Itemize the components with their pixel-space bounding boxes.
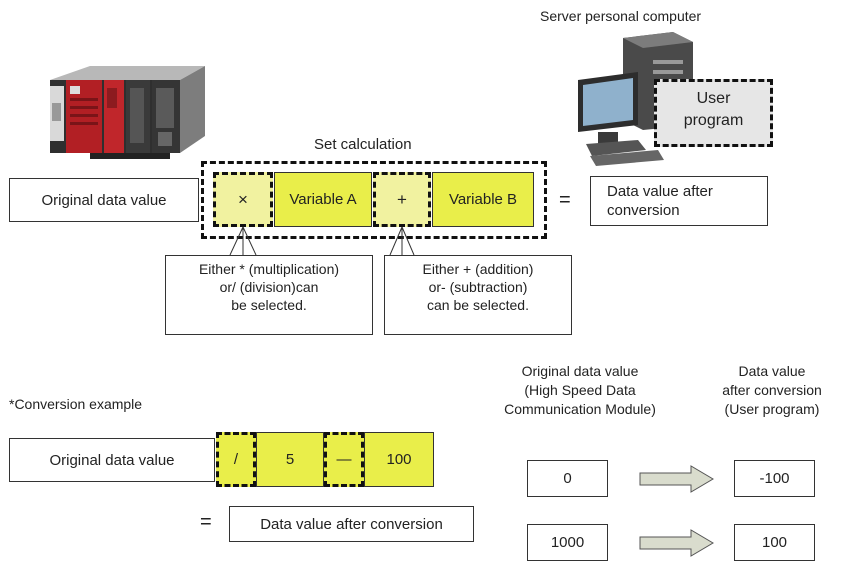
add-operator: + <box>397 189 407 209</box>
col-converted-header: Data value after conversion (User progra… <box>702 362 842 419</box>
callout-left-line-2: or/ (division)can <box>219 279 319 295</box>
example-subtract-dash <box>324 432 364 487</box>
row-1-arrow-icon <box>639 464 715 499</box>
equals-sign: = <box>559 189 571 211</box>
callout-right-line-1: Either + (addition) <box>422 261 534 277</box>
example-equals-sign: = <box>200 511 212 533</box>
callout-add-subtract: Either + (addition) or- (subtraction) ca… <box>384 255 572 335</box>
col-original-line-3: Communication Module) <box>504 401 656 417</box>
result-line-2: conversion <box>607 202 680 219</box>
multiply-operator: × <box>238 189 248 209</box>
row-1-input: 0 <box>527 460 608 497</box>
example-divide-dash <box>216 432 256 487</box>
example-original-box: Original data value <box>9 438 215 482</box>
set-calculation-label: Set calculation <box>314 136 412 153</box>
server-pc-label: Server personal computer <box>540 8 702 24</box>
callout-left-line-3: be selected. <box>231 297 307 313</box>
col-original-line-1: Original data value <box>521 363 639 379</box>
user-program-box <box>654 79 773 147</box>
multiply-operator-dash <box>213 172 273 227</box>
callout-multiply-divide: Either * (multiplication) or/ (division)… <box>165 255 373 335</box>
row-1-output: -100 <box>734 460 815 497</box>
example-value-100-box: 100 <box>364 432 434 487</box>
multiply-operator-box: × <box>213 172 273 227</box>
col-converted-line-1: Data value <box>738 363 806 379</box>
row-2-input: 1000 <box>527 524 608 561</box>
example-divide-box: / <box>216 432 256 487</box>
user-program-label-2: program <box>683 112 744 129</box>
callout-left-line-1: Either * (multiplication) <box>198 261 340 277</box>
col-original-line-2: (High Speed Data <box>524 382 636 398</box>
original-data-value-box: Original data value <box>9 178 199 222</box>
row-2-output: 100 <box>734 524 815 561</box>
conversion-example-title: *Conversion example <box>9 396 143 412</box>
add-operator-dash <box>373 172 431 227</box>
callout-right-line-3: can be selected. <box>427 297 529 313</box>
example-value-5-box: 5 <box>256 432 324 487</box>
row-2-arrow-icon <box>639 528 715 563</box>
example-result-box: Data value after conversion <box>229 506 474 542</box>
example-subtract-operator: — <box>336 451 352 468</box>
add-operator-box: + <box>373 172 431 227</box>
plc-module-image <box>30 58 210 168</box>
set-calculation-box <box>201 161 547 239</box>
col-original-header: Original data value (High Speed Data Com… <box>480 362 680 419</box>
result-line-1: Data value after <box>607 183 713 200</box>
col-converted-line-2: after conversion <box>722 382 822 398</box>
col-converted-line-3: (User program) <box>724 401 820 417</box>
result-box: Data value after conversion <box>590 176 768 226</box>
variable-a-box: Variable A <box>274 172 372 227</box>
example-subtract-box: — <box>324 432 364 487</box>
example-divide-operator: / <box>233 451 239 468</box>
variable-b-box: Variable B <box>432 172 534 227</box>
user-program-label-1: User <box>696 90 731 107</box>
callout-right-line-2: or- (subtraction) <box>428 279 528 295</box>
